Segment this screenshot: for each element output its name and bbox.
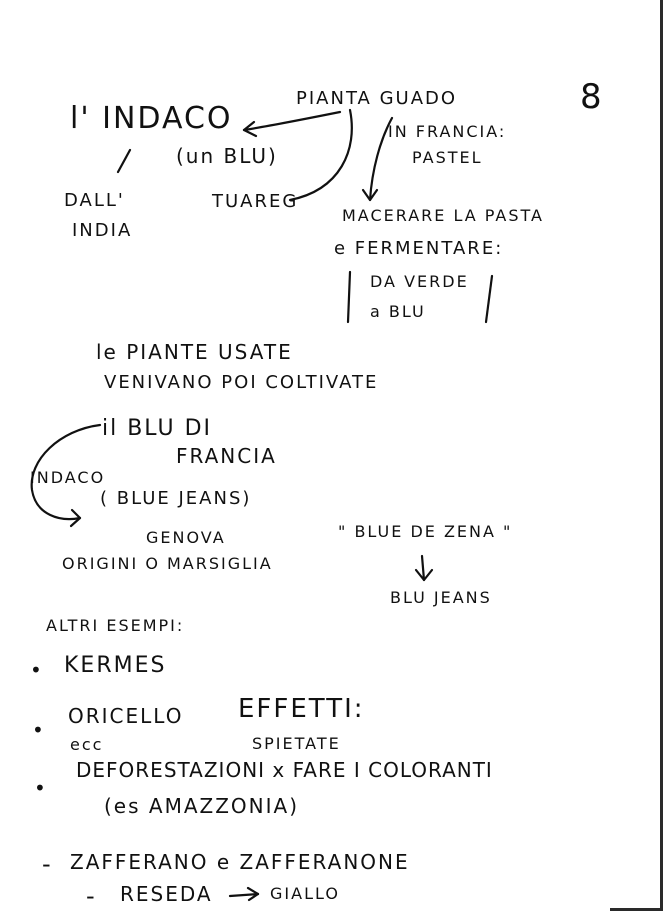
note-indaco-small: INDACO — [30, 468, 106, 487]
arrow-guado-to-tuareg — [288, 108, 353, 202]
curve-blu-di-francia — [30, 423, 102, 521]
note-effetti: EFFETTI: — [238, 694, 365, 724]
scan-edge-right — [660, 0, 663, 911]
note-genova: GENOVA — [146, 528, 226, 547]
note-origini: ORIGINI O MARSIGLIA — [62, 554, 273, 573]
note-venivano: VENIVANO POI COLTIVATE — [104, 372, 379, 393]
note-un-blu: (un BLU) — [176, 144, 278, 168]
note-oricello: ORICELLO — [68, 704, 184, 728]
note-fermentare: e FERMENTARE: — [334, 238, 504, 259]
bracket-left — [346, 270, 352, 324]
note-il-blu-di: il BLU DI — [102, 416, 212, 441]
bullet-reseda: - — [86, 882, 97, 910]
note-dall: DALL' — [64, 190, 125, 211]
note-l-indaco: l' INDACO — [70, 101, 233, 136]
note-in-francia: IN FRANCIA: — [388, 122, 507, 141]
note-deforestazioni: DEFORESTAZIONI x FARE I COLORANTI — [76, 758, 493, 782]
note-spietate: SPIETATE — [252, 734, 341, 753]
note-reseda: RESEDA — [120, 882, 213, 906]
note-altri-esempi: ALTRI ESEMPI: — [46, 616, 185, 635]
note-francia: FRANCIA — [176, 444, 277, 468]
bullet-oricello: • — [32, 718, 44, 742]
note-macerare: MACERARE LA PASTA — [342, 206, 544, 225]
bullet-deforestazioni: • — [34, 776, 46, 800]
note-kermes: KERMES — [64, 653, 167, 678]
note-giallo: GIALLO — [270, 884, 340, 903]
note-pianta-guado: PIANTA GUADO — [296, 88, 458, 109]
note-tuareg: TUAREG — [212, 191, 299, 212]
bullet-kermes: • — [30, 658, 42, 682]
note-ecc: ecc — [70, 735, 104, 754]
note-blue-de-zena: " BLUE DE ZENA " — [338, 522, 513, 541]
arrow-zena-to-jeans — [420, 554, 426, 582]
note-le-piante: le PIANTE USATE — [96, 340, 293, 364]
note-da-verde: DA VERDE — [370, 272, 469, 291]
arrow-guado-to-macerare — [368, 116, 394, 202]
arrow-reseda-giallo — [228, 892, 260, 898]
note-a-blu: a BLU — [370, 302, 426, 321]
note-es-amazzonia: (es AMAZZONIA) — [104, 794, 299, 818]
arrow-guado-to-indaco — [242, 110, 342, 132]
bracket-right — [484, 274, 494, 324]
note-zafferano: ZAFFERANO e ZAFFERANONE — [70, 850, 410, 874]
bullet-zafferano: - — [42, 850, 53, 878]
slash-indaco-india — [116, 148, 132, 174]
note-pastel: PASTEL — [412, 148, 483, 167]
page-number: 8 — [580, 77, 604, 117]
note-blu-jeans: BLU JEANS — [390, 588, 492, 607]
note-india: INDIA — [72, 220, 133, 241]
scan-edge-bottom — [610, 908, 663, 911]
note-blue-jeans-paren: ( BLUE JEANS) — [100, 488, 252, 509]
